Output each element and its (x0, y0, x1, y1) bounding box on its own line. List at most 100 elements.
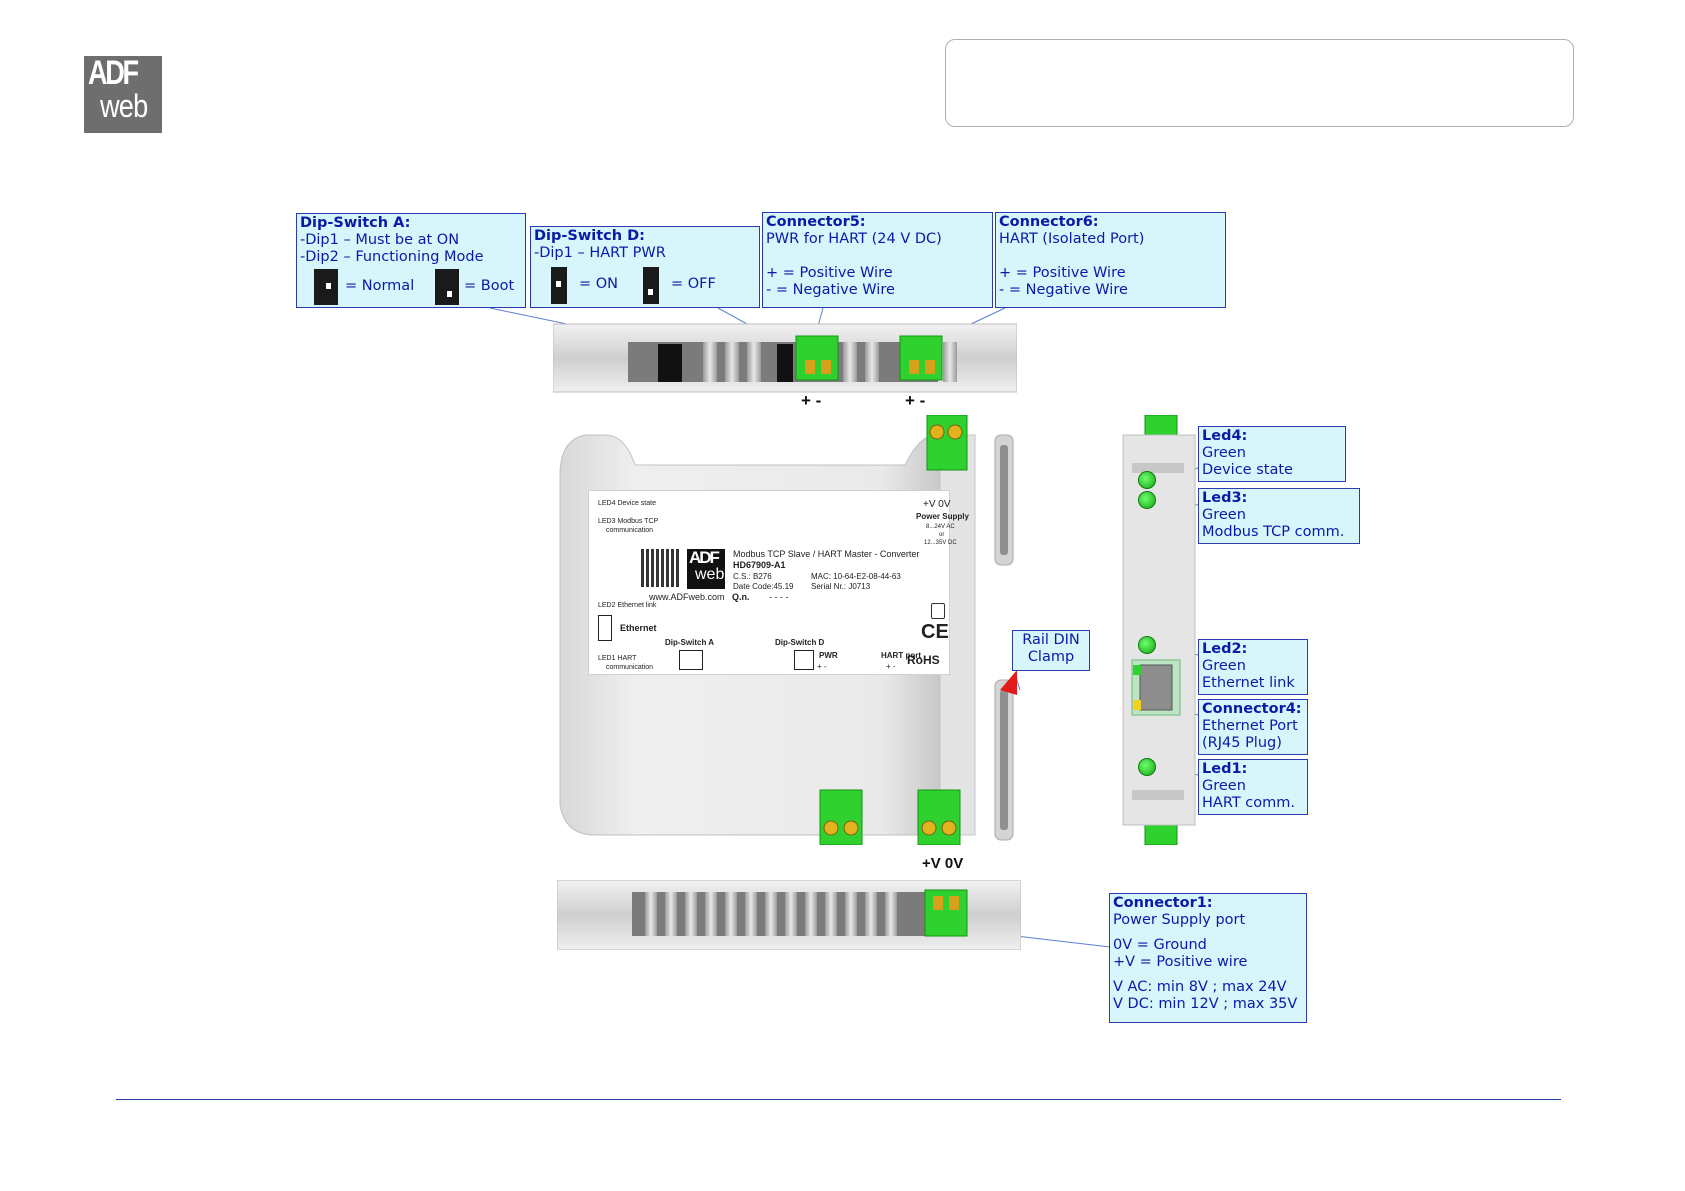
callout-led3-line2: Modbus TCP comm. (1202, 524, 1345, 540)
callout-connector5: Connector5: PWR for HART (24 V DC) + = P… (762, 212, 993, 308)
dip-switch-on-icon (551, 267, 567, 304)
side-view (1120, 414, 1200, 846)
dip-switch-off-icon (643, 267, 659, 304)
callout-conn5-title: Connector5: (766, 214, 866, 230)
callout-dip-switch-d: Dip-Switch D: -Dip1 – HART PWR = ON = OF… (530, 226, 760, 308)
callout-rail-din-clamp: Rail DIN Clamp (1012, 630, 1090, 671)
led1-indicator (1138, 758, 1156, 776)
callout-conn6-line2: + = Positive Wire (999, 265, 1126, 281)
mac-label: MAC: 10-64-E2-08-44-63 (811, 572, 901, 581)
callout-conn5-line1: PWR for HART (24 V DC) (766, 231, 942, 247)
led2-plate-label: LED2 Ethernet link (598, 602, 657, 609)
callout-conn6-line3: - = Negative Wire (999, 282, 1128, 298)
ethernet-port-icon (598, 615, 612, 641)
callout-connector4: Connector4: Ethernet Port (RJ45 Plug) (1198, 699, 1308, 755)
led1-plate-label: LED1 HART (598, 655, 637, 662)
logo-text-web: web (100, 88, 148, 124)
power-voltage-label: +V 0V (923, 499, 951, 510)
callout-dip-d-off: = OFF (671, 276, 716, 292)
callout-dip-a-title: Dip-Switch A: (300, 215, 411, 231)
ethernet-plate-label: Ethernet (620, 623, 657, 633)
product-name: Modbus TCP Slave / HART Master - Convert… (733, 549, 920, 559)
callout-conn4-title: Connector4: (1202, 701, 1302, 717)
callout-led1-line1: Green (1202, 778, 1246, 794)
callout-conn1-line5: V DC: min 12V ; max 35V (1113, 996, 1298, 1012)
callout-conn5-line3: - = Negative Wire (766, 282, 895, 298)
callout-led1-line2: HART comm. (1202, 795, 1296, 811)
pwr-plate-polarity: + - (817, 662, 827, 671)
dip-d-plate-icon (794, 650, 814, 670)
dip-a-plate-icon (679, 650, 703, 670)
power-or-label: or (939, 532, 945, 538)
callout-connector6: Connector6: HART (Isolated Port) + = Pos… (995, 212, 1226, 308)
callout-conn1-title: Connector1: (1113, 895, 1213, 911)
callout-led2-line1: Green (1202, 658, 1246, 674)
dip-a-plate-label: Dip-Switch A (665, 638, 715, 647)
dip-d-plate-label: Dip-Switch D (775, 638, 825, 647)
callout-conn6-line1: HART (Isolated Port) (999, 231, 1145, 247)
plate-logo-adf: ADF (689, 548, 720, 567)
callout-rail-line2: Clamp (1027, 649, 1075, 665)
top-view (552, 322, 1018, 394)
callout-conn5-line2: + = Positive Wire (766, 265, 893, 281)
callout-dip-d-line1: -Dip1 – HART PWR (534, 245, 666, 261)
connector6-polarity: + - (905, 391, 926, 410)
website-label: www.ADFweb.com (649, 592, 725, 602)
callout-dip-a-line1: -Dip1 – Must be at ON (300, 232, 460, 248)
callout-led1-title: Led1: (1202, 761, 1248, 777)
weee-icon (931, 603, 945, 619)
dip-switch-boot-icon (435, 269, 459, 305)
qr-code (641, 549, 679, 587)
led4-plate-label: LED4 Device state (598, 500, 656, 507)
callout-led1: Led1: Green HART comm. (1198, 759, 1308, 815)
ce-mark: CE (921, 621, 949, 643)
callout-led4-title: Led4: (1202, 428, 1248, 444)
header-frame (945, 39, 1574, 127)
callout-conn4-line2: (RJ45 Plug) (1202, 735, 1282, 751)
rohs-mark: RoHS (907, 653, 940, 667)
product-code: HD67909-A1 (733, 560, 786, 570)
callout-rail-line1: Rail DIN (1022, 632, 1080, 648)
callout-dip-d-title: Dip-Switch D: (534, 228, 645, 244)
cs-label: C.S.: B276 (733, 572, 772, 581)
callout-led3: Led3: Green Modbus TCP comm. (1198, 488, 1360, 544)
callout-led3-title: Led3: (1202, 490, 1248, 506)
label-plate: LED4 Device state LED3 Modbus TCP commun… (588, 490, 969, 675)
connector5-polarity: + - (801, 391, 822, 410)
pwr-plate-label: PWR (819, 651, 838, 660)
callout-connector1: Connector1: Power Supply port 0V = Groun… (1109, 893, 1307, 1023)
callout-led4: Led4: Green Device state (1198, 426, 1346, 482)
power-connector-polarity: +V 0V (922, 855, 964, 872)
power-ac-label: 8...24V AC (926, 524, 955, 530)
serial-label: Serial Nr.: J0713 (811, 582, 871, 591)
callout-dip-a-normal: = Normal (345, 278, 415, 294)
adfweb-logo: ADF web (84, 54, 162, 133)
callout-conn1-line2: 0V = Ground (1113, 937, 1207, 953)
power-supply-label: Power Supply (916, 512, 969, 521)
callout-led2-line2: Ethernet link (1202, 675, 1295, 691)
dip-switch-normal-icon (314, 269, 338, 305)
callout-led4-line2: Device state (1202, 462, 1293, 478)
power-dc-label: 12...35V DC (924, 540, 957, 546)
callout-led2-title: Led2: (1202, 641, 1248, 657)
callout-dip-switch-a: Dip-Switch A: -Dip1 – Must be at ON -Dip… (296, 213, 526, 308)
callout-dip-a-boot: = Boot (464, 278, 515, 294)
callout-dip-a-line2: -Dip2 – Functioning Mode (300, 249, 484, 265)
led4-indicator (1138, 471, 1156, 489)
logo-text-adf: ADF (88, 54, 139, 92)
qn-dashes: - - - - (769, 592, 789, 602)
callout-conn4-line1: Ethernet Port (1202, 718, 1298, 734)
hart-port-plate-polarity: + - (886, 662, 896, 671)
plate-logo: ADF web (687, 548, 725, 589)
hart-port-plate-label: HART port (881, 651, 921, 660)
qn-label: Q.n. (732, 592, 750, 602)
callout-conn1-line4: V AC: min 8V ; max 24V (1113, 979, 1287, 995)
date-code-label: Date Code:45.19 (733, 582, 794, 591)
callout-led4-line1: Green (1202, 445, 1246, 461)
led3-indicator (1138, 491, 1156, 509)
callout-conn6-title: Connector6: (999, 214, 1099, 230)
led1-plate-sub: communication (606, 664, 654, 671)
led2-indicator (1138, 636, 1156, 654)
led3-plate-sub: communication (606, 527, 654, 534)
callout-led3-line1: Green (1202, 507, 1246, 523)
